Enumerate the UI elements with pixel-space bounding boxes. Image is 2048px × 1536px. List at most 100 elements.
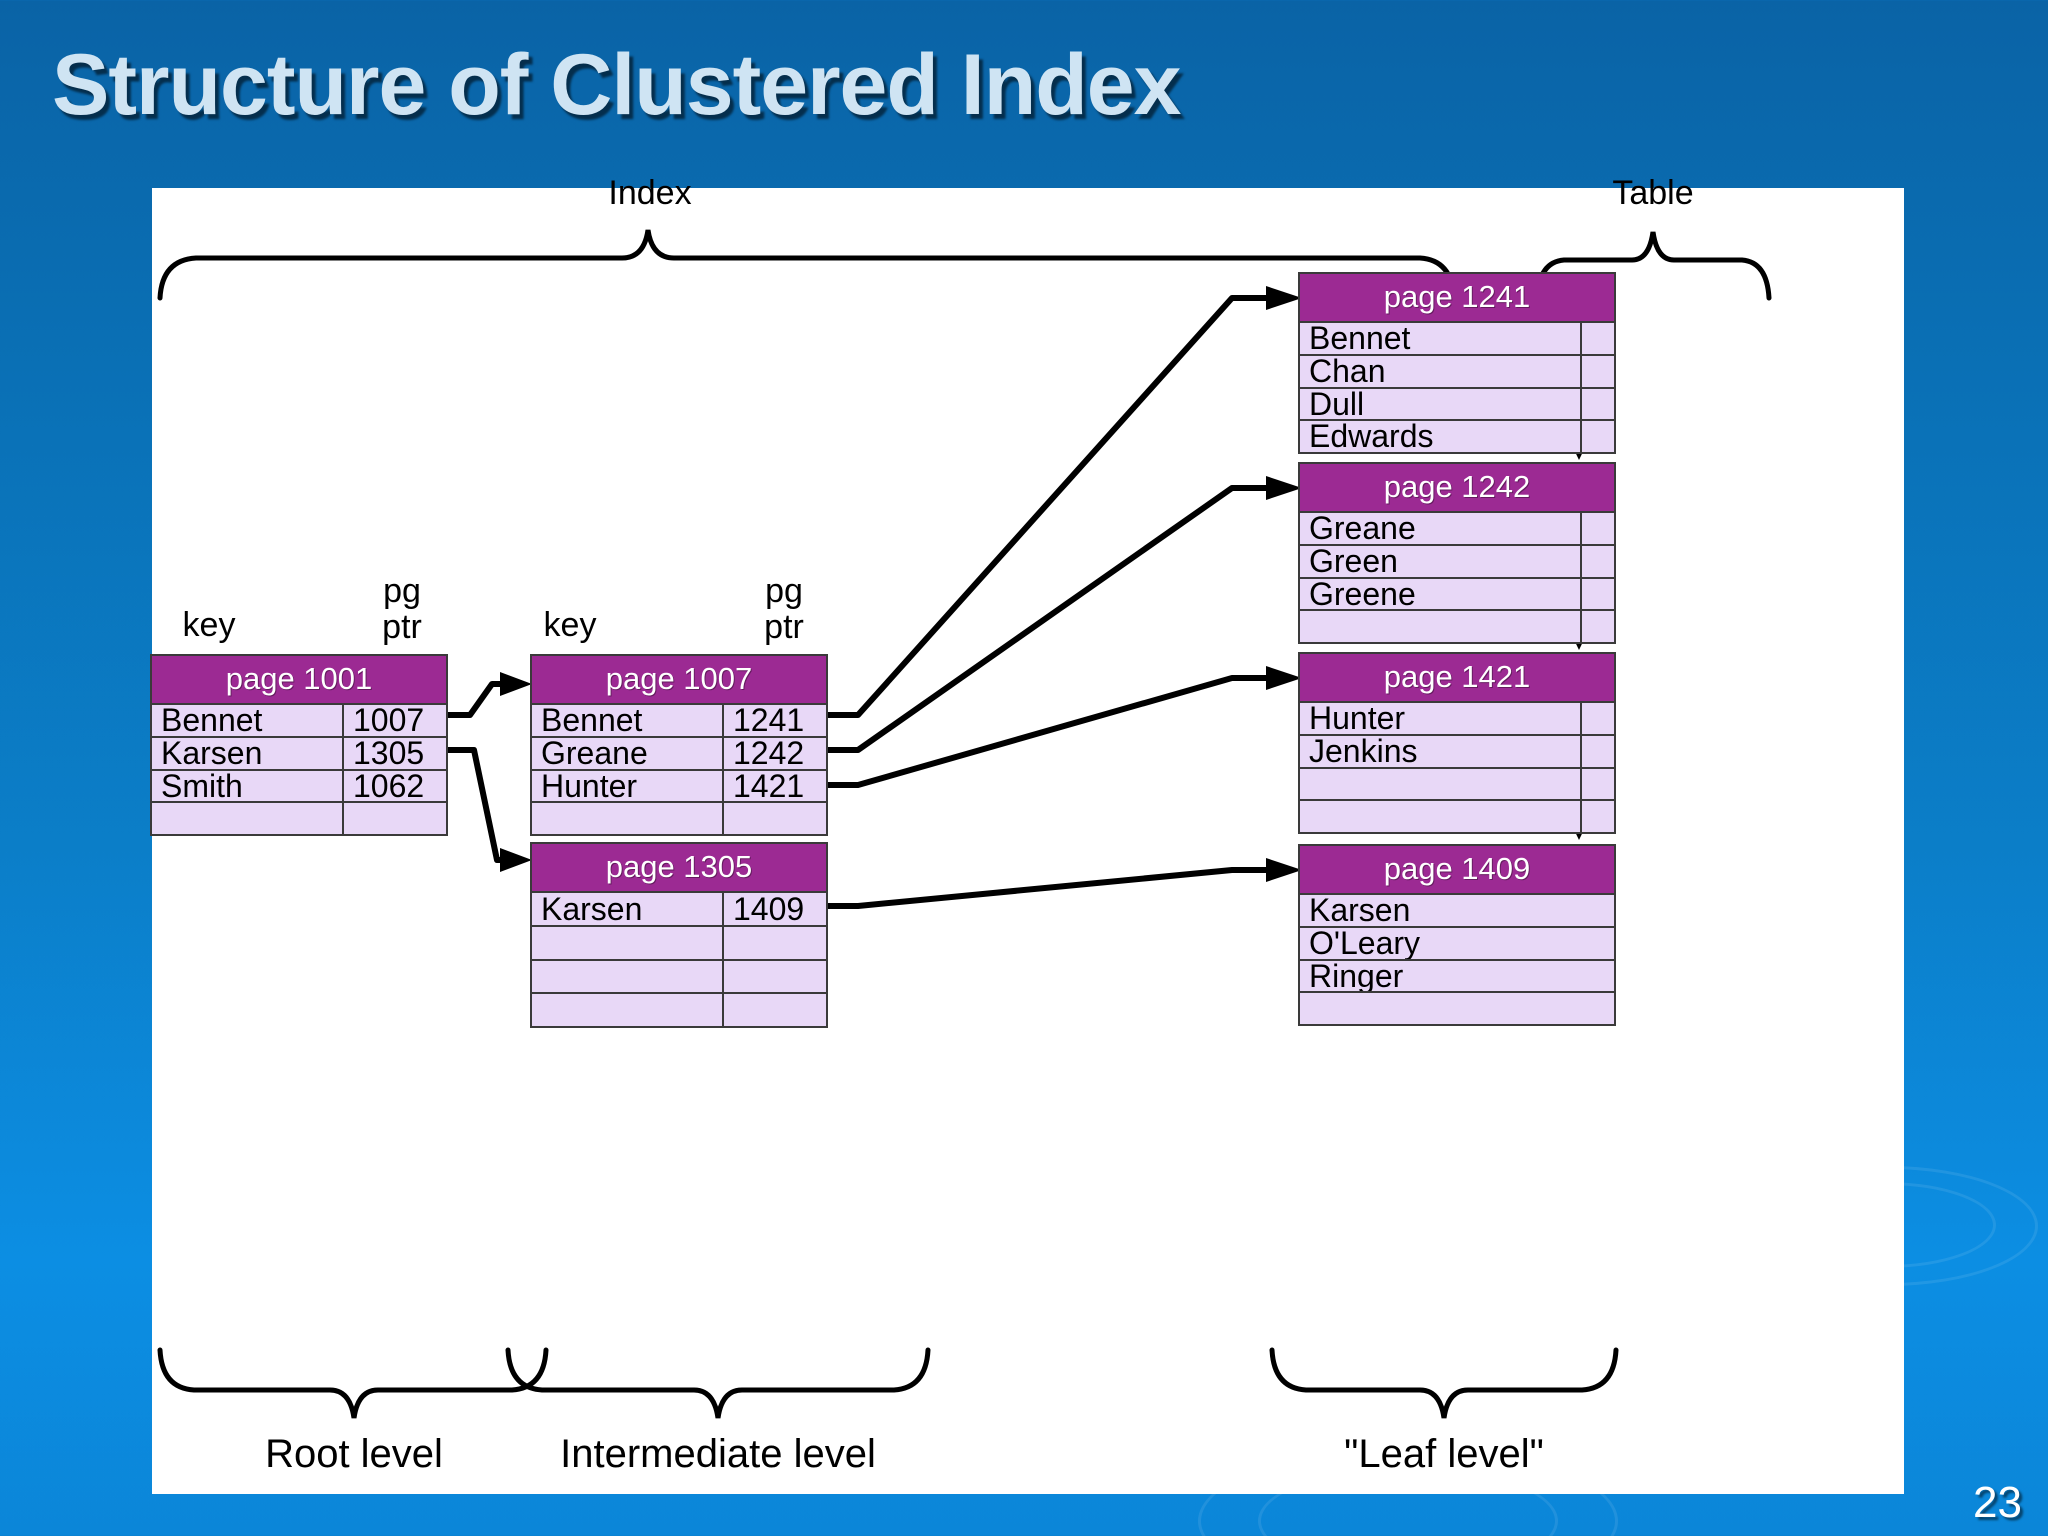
page-table-1241[interactable]: page 1241 Bennet Chan Dull Edwards	[1298, 272, 1616, 454]
cell-key: Dull	[1309, 388, 1365, 420]
table-row[interactable]: Bennet 1007	[152, 705, 446, 738]
cell-key	[1300, 801, 1580, 832]
table-row[interactable]: Karsen 1409	[532, 893, 826, 927]
cell-ptr: 1409	[722, 893, 826, 925]
page-table-1242[interactable]: page 1242 Greane Green Greene	[1298, 462, 1616, 644]
cell-ptr	[722, 926, 826, 959]
cell-key: Greene	[1309, 578, 1416, 610]
table-row[interactable]: O'Leary	[1300, 928, 1614, 961]
diagram-connectors	[157, 229, 1772, 1419]
page-table-1421[interactable]: page 1421 Hunter Jenkins	[1298, 652, 1616, 834]
table-row[interactable]: Greane	[1300, 513, 1614, 546]
label-table: Table	[1612, 174, 1694, 212]
cell-key: Karsen	[541, 893, 643, 925]
table-row[interactable]	[1300, 801, 1614, 832]
cell-ptr: 1241	[722, 705, 826, 736]
cell-chain	[1580, 768, 1614, 800]
label-leaf-level: "Leaf level"	[1344, 1432, 1544, 1476]
table-row[interactable]	[532, 803, 826, 834]
root-key-header: key	[182, 606, 236, 644]
label-root-level: Root level	[265, 1432, 443, 1476]
table-row[interactable]	[1300, 993, 1614, 1024]
page-table-1242-title: page 1242	[1300, 464, 1614, 513]
cell-ptr: 1007	[342, 705, 446, 736]
cell-ptr	[722, 994, 826, 1026]
cell-key: Karsen	[1309, 895, 1411, 926]
table-row[interactable]: Smith 1062	[152, 770, 446, 804]
cell-key	[152, 803, 342, 834]
cell-key: Jenkins	[1309, 735, 1418, 767]
table-row[interactable]	[1300, 611, 1614, 642]
intermediate-ptr-header-line2: ptr	[764, 608, 804, 646]
cell-ptr: 1062	[342, 770, 446, 802]
cell-ptr: 1421	[722, 770, 826, 802]
page-table-1409[interactable]: page 1409 Karsen O'Leary Ringer	[1298, 844, 1616, 1026]
table-row[interactable]	[532, 960, 826, 995]
table-row[interactable]: Dull	[1300, 388, 1614, 422]
cell-key: Smith	[161, 770, 243, 802]
table-row[interactable]: Jenkins	[1300, 735, 1614, 769]
cell-key	[532, 927, 722, 959]
cell-chain	[1580, 388, 1614, 420]
table-row[interactable]: Karsen	[1300, 895, 1614, 928]
cell-key: Chan	[1309, 355, 1386, 387]
page-title: Structure of Clustered Index	[52, 37, 1181, 133]
slide-page-number: 23	[1973, 1478, 2022, 1527]
cell-chain	[1580, 421, 1614, 452]
cell-key: Ringer	[1309, 960, 1404, 992]
cell-key: Bennet	[161, 705, 263, 736]
page-table-1421-title: page 1421	[1300, 654, 1614, 703]
table-row[interactable]	[1300, 768, 1614, 802]
cell-chain	[1580, 578, 1614, 610]
cell-chain	[1580, 703, 1614, 734]
cell-key: Green	[1309, 545, 1398, 577]
table-row[interactable]	[152, 803, 446, 834]
cell-key: Greane	[541, 737, 648, 769]
cell-key: Hunter	[541, 770, 638, 802]
table-row[interactable]: Bennet 1241	[532, 705, 826, 738]
cell-chain	[1580, 323, 1614, 354]
cell-ptr: 1242	[722, 737, 826, 769]
cell-key	[532, 803, 722, 834]
page-table-1007[interactable]: page 1007 Bennet 1241 Greane 1242 Hunter…	[530, 654, 828, 836]
cell-chain	[1580, 801, 1614, 832]
cell-key	[1300, 611, 1580, 642]
table-row[interactable]: Karsen 1305	[152, 737, 446, 771]
cell-key: Hunter	[1309, 703, 1406, 734]
table-row[interactable]: Hunter 1421	[532, 770, 826, 804]
table-row[interactable]: Green	[1300, 545, 1614, 579]
intermediate-ptr-header-line1: pg	[765, 572, 803, 610]
cell-ptr: 1305	[342, 737, 446, 769]
table-row[interactable]	[532, 994, 826, 1026]
cell-chain	[1580, 513, 1614, 544]
cell-chain	[1580, 545, 1614, 577]
table-row[interactable]: Bennet	[1300, 323, 1614, 356]
table-row[interactable]: Greane 1242	[532, 737, 826, 771]
table-row[interactable]: Chan	[1300, 355, 1614, 389]
page-table-1305-title: page 1305	[532, 844, 826, 893]
table-row[interactable]: Ringer	[1300, 961, 1614, 994]
cell-key: O'Leary	[1309, 927, 1421, 959]
root-ptr-header-line2: ptr	[382, 608, 422, 646]
table-row[interactable]	[532, 926, 826, 961]
cell-chain	[1580, 355, 1614, 387]
page-table-1001-title: page 1001	[152, 656, 446, 705]
cell-key: Greane	[1309, 513, 1416, 544]
page-table-1007-title: page 1007	[532, 656, 826, 705]
page-table-1001[interactable]: page 1001 Bennet 1007 Karsen 1305 Smith …	[150, 654, 448, 836]
diagram-panel: Index Table key pg ptr key pg ptr page 1…	[150, 174, 1904, 1494]
table-row[interactable]: Edwards	[1300, 421, 1614, 452]
cell-chain	[1580, 611, 1614, 642]
table-row[interactable]: Greene	[1300, 578, 1614, 612]
cell-chain	[1580, 735, 1614, 767]
cell-key	[1300, 769, 1580, 800]
cell-key	[532, 961, 722, 993]
table-row[interactable]: Hunter	[1300, 703, 1614, 736]
intermediate-key-header: key	[543, 606, 597, 644]
page-table-1305[interactable]: page 1305 Karsen 1409	[530, 842, 828, 1028]
root-ptr-header-line1: pg	[383, 572, 421, 610]
cell-key: Karsen	[161, 737, 263, 769]
page-table-1241-title: page 1241	[1300, 274, 1614, 323]
cell-ptr	[722, 960, 826, 993]
cell-key	[532, 994, 722, 1026]
